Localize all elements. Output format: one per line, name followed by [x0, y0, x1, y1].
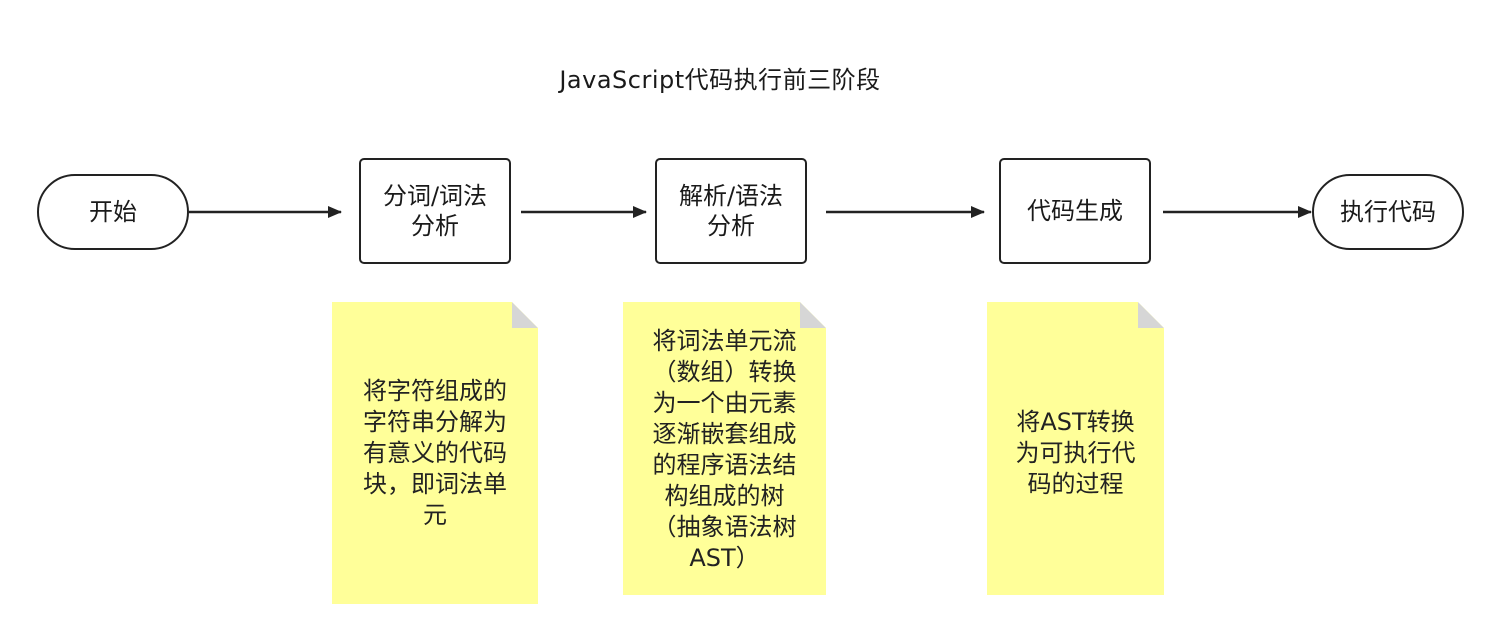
codegen-node-label: 代码生成	[1027, 197, 1123, 225]
note-line: 逐渐嵌套组成	[652, 420, 797, 448]
note-line: （数组）转换	[652, 358, 797, 386]
tokenize-node-label-line1: 分词/词法	[382, 182, 488, 210]
note-line: 为可执行代	[1015, 439, 1136, 467]
note-line: 将AST转换	[1016, 408, 1135, 436]
note-line: 的程序语法结	[652, 451, 797, 479]
parse-node-label-line1: 解析/语法	[678, 182, 784, 210]
parse-node: 解析/语法 分析	[655, 158, 807, 264]
tokenize-note-text: 将字符组成的 字符串分解为 有意义的代码 块，即词法单 元	[332, 376, 538, 531]
tokenize-note: 将字符组成的 字符串分解为 有意义的代码 块，即词法单 元	[332, 302, 538, 604]
note-line: AST）	[689, 544, 760, 572]
note-line: 有意义的代码	[363, 439, 507, 467]
note-line: 将词法单元流	[652, 327, 797, 355]
note-line: 将字符组成的	[363, 377, 507, 405]
codegen-note-text: 将AST转换 为可执行代 码的过程	[987, 407, 1164, 500]
tokenize-node-label-line2: 分析	[411, 212, 459, 240]
codegen-node: 代码生成	[999, 158, 1151, 264]
tokenize-node: 分词/词法 分析	[359, 158, 511, 264]
note-line: 字符串分解为	[363, 408, 507, 436]
parse-note-text: 将词法单元流 （数组）转换 为一个由元素 逐渐嵌套组成 的程序语法结 构组成的树…	[623, 326, 826, 574]
diagram-title: JavaScript代码执行前三阶段	[559, 66, 881, 94]
start-node-label: 开始	[89, 198, 137, 226]
codegen-note: 将AST转换 为可执行代 码的过程	[987, 302, 1164, 595]
note-line: 码的过程	[1027, 470, 1124, 498]
note-line: 块，即词法单	[363, 470, 507, 498]
start-node: 开始	[37, 174, 189, 250]
parse-note: 将词法单元流 （数组）转换 为一个由元素 逐渐嵌套组成 的程序语法结 构组成的树…	[623, 302, 826, 595]
note-line: （抽象语法树	[652, 513, 797, 541]
note-line: 元	[423, 501, 447, 529]
note-line: 构组成的树	[664, 482, 785, 510]
parse-node-label-line2: 分析	[707, 212, 755, 240]
execute-node: 执行代码	[1312, 174, 1464, 250]
note-line: 为一个由元素	[652, 389, 797, 417]
execute-node-label: 执行代码	[1340, 198, 1436, 226]
